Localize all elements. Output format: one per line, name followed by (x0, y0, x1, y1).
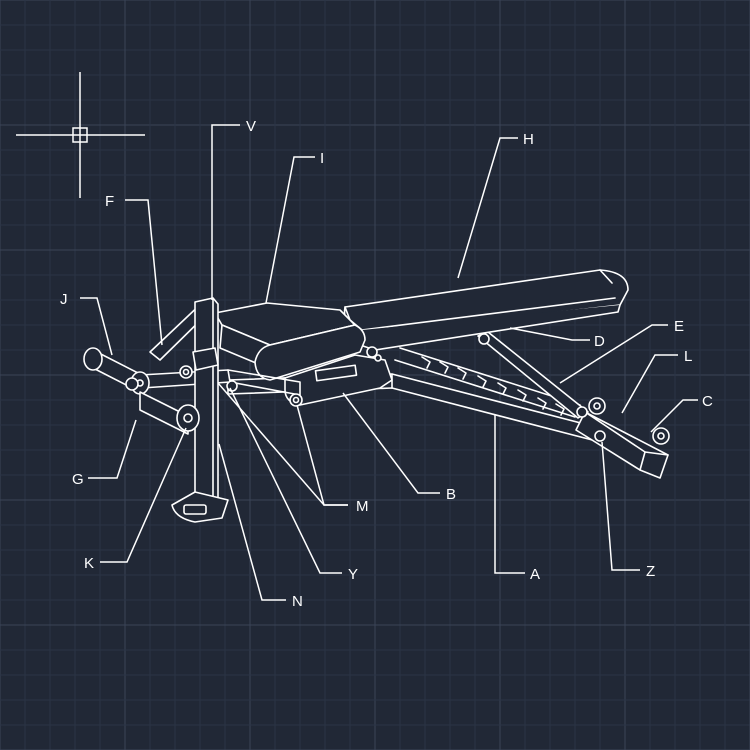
label-n: N (292, 593, 303, 610)
callout-leaders (80, 124, 698, 601)
bench-drawing (83, 269, 670, 523)
callout-labels: V I H F J D E L C B G M K Y A Z N (60, 118, 713, 610)
label-b: B (446, 486, 456, 503)
rear-leg (575, 411, 669, 479)
label-e: E (674, 318, 684, 335)
label-a: A (530, 566, 540, 583)
label-c: C (702, 393, 713, 410)
label-m: M (356, 498, 369, 515)
label-d: D (594, 333, 605, 350)
foot-plate (171, 491, 229, 523)
roller-pads (83, 347, 200, 435)
label-k: K (84, 555, 94, 572)
crosshair-cursor-icon (16, 72, 145, 198)
label-v: V (246, 118, 256, 135)
ladder-slots (421, 356, 565, 416)
label-z: Z (646, 563, 655, 580)
label-j: J (60, 291, 68, 308)
upright-post (194, 297, 219, 506)
label-f: F (105, 193, 114, 210)
label-i: I (320, 150, 324, 167)
label-g: G (72, 471, 84, 488)
label-l: L (684, 348, 692, 365)
label-y: Y (348, 566, 358, 583)
label-h: H (523, 131, 534, 148)
